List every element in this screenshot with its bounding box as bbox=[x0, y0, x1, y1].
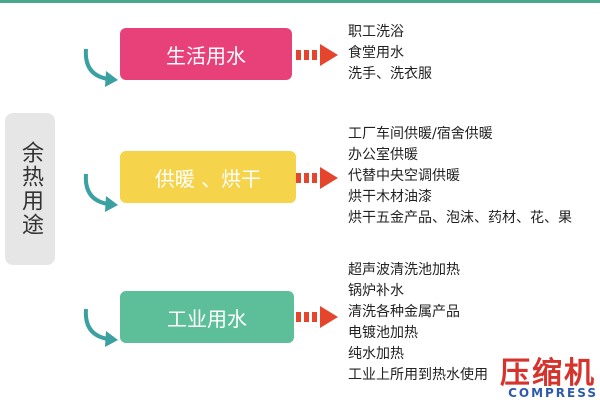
connector-arrow-1 bbox=[83, 48, 118, 87]
category-label: 生活用水 bbox=[166, 43, 246, 68]
list-item: 办公室供暖 bbox=[348, 147, 418, 163]
watermark-text: 压缩机 bbox=[500, 356, 596, 391]
dashed-arrow-icon bbox=[296, 306, 338, 328]
heating-drying-uses: 工厂车间供暖/宿舍供暖 办公室供暖 代替中央空调供暖 烘干木材油漆 烘干五金产品… bbox=[348, 124, 572, 229]
dashed-arrow-icon bbox=[296, 167, 338, 189]
category-industrial-water: 工业用水 bbox=[120, 291, 294, 343]
list-item: 食堂用水 bbox=[348, 45, 404, 61]
top-divider bbox=[0, 0, 600, 3]
watermark-logo: 压缩机 COMPRESS bbox=[492, 348, 600, 400]
list-item: 锅炉补水 bbox=[348, 283, 404, 299]
list-item: 工业上所用到热水使用 bbox=[348, 367, 488, 383]
connector-arrow-2 bbox=[83, 173, 118, 212]
category-heating-drying: 供暖 、烘干 bbox=[120, 151, 296, 203]
root-node: 余热用途 bbox=[5, 113, 55, 265]
list-item: 清洗各种金属产品 bbox=[348, 304, 460, 320]
watermark-subtext: COMPRESS bbox=[508, 386, 598, 400]
list-item: 超声波清洗池加热 bbox=[348, 262, 460, 278]
dashed-arrow-icon bbox=[296, 44, 338, 66]
list-item: 洗手、洗衣服 bbox=[348, 66, 432, 82]
list-item: 烘干五金产品、泡沫、药材、花、果 bbox=[348, 210, 572, 226]
list-item: 代替中央空调供暖 bbox=[348, 168, 460, 184]
list-item: 职工洗浴 bbox=[348, 24, 404, 40]
connector-arrow-3 bbox=[83, 308, 118, 347]
category-label: 工业用水 bbox=[167, 306, 247, 331]
root-label: 余热用途 bbox=[18, 141, 43, 237]
list-item: 烘干木材油漆 bbox=[348, 189, 432, 205]
list-item: 电镀池加热 bbox=[348, 325, 418, 341]
industrial-water-uses: 超声波清洗池加热 锅炉补水 清洗各种金属产品 电镀池加热 纯水加热 工业上所用到… bbox=[348, 260, 488, 386]
category-label: 供暖 、烘干 bbox=[154, 166, 262, 191]
list-item: 纯水加热 bbox=[348, 346, 404, 362]
list-item: 工厂车间供暖/宿舍供暖 bbox=[348, 126, 493, 142]
living-water-uses: 职工洗浴 食堂用水 洗手、洗衣服 bbox=[348, 22, 432, 85]
category-living-water: 生活用水 bbox=[120, 28, 292, 80]
